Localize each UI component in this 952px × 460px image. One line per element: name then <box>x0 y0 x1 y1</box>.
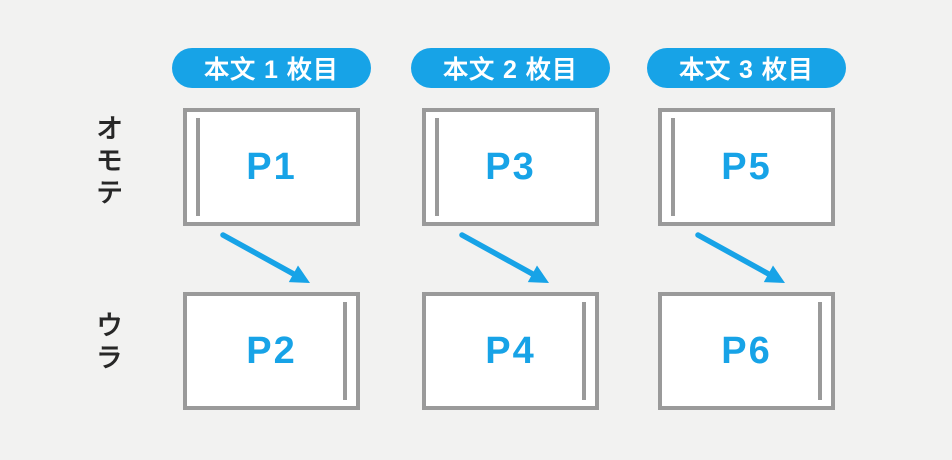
back-page-card: P2 <box>183 292 360 410</box>
back-page-card: P4 <box>422 292 599 410</box>
sheet-column-2: 本文 2 枚目 P3 P4 <box>411 0 610 460</box>
sheet-column-3: 本文 3 枚目 P5 P6 <box>647 0 846 460</box>
page-number: P6 <box>721 329 772 372</box>
binding-edge-line <box>343 302 347 400</box>
flip-arrow-icon <box>459 232 549 283</box>
binding-edge-line <box>671 118 675 216</box>
back-page-card: P6 <box>658 292 835 410</box>
sheet-badge: 本文 2 枚目 <box>411 48 610 88</box>
row-label-back: ウラ <box>92 311 122 375</box>
flip-arrow-icon <box>695 232 785 283</box>
binding-edge-line <box>582 302 586 400</box>
sheet-column-1: 本文 1 枚目 P1 P2 <box>172 0 371 460</box>
front-page-card: P5 <box>658 108 835 226</box>
flip-arrow-icon <box>220 232 310 283</box>
binding-edge-line <box>435 118 439 216</box>
page-number: P3 <box>485 145 536 188</box>
front-page-card: P3 <box>422 108 599 226</box>
front-page-card: P1 <box>183 108 360 226</box>
page-number: P2 <box>246 329 297 372</box>
sheet-badge: 本文 1 枚目 <box>172 48 371 88</box>
binding-edge-line <box>196 118 200 216</box>
sheet-badge: 本文 3 枚目 <box>647 48 846 88</box>
page-number: P5 <box>721 145 772 188</box>
page-number: P1 <box>246 145 297 188</box>
row-label-front: オモテ <box>92 114 122 210</box>
binding-edge-line <box>818 302 822 400</box>
page-number: P4 <box>485 329 536 372</box>
